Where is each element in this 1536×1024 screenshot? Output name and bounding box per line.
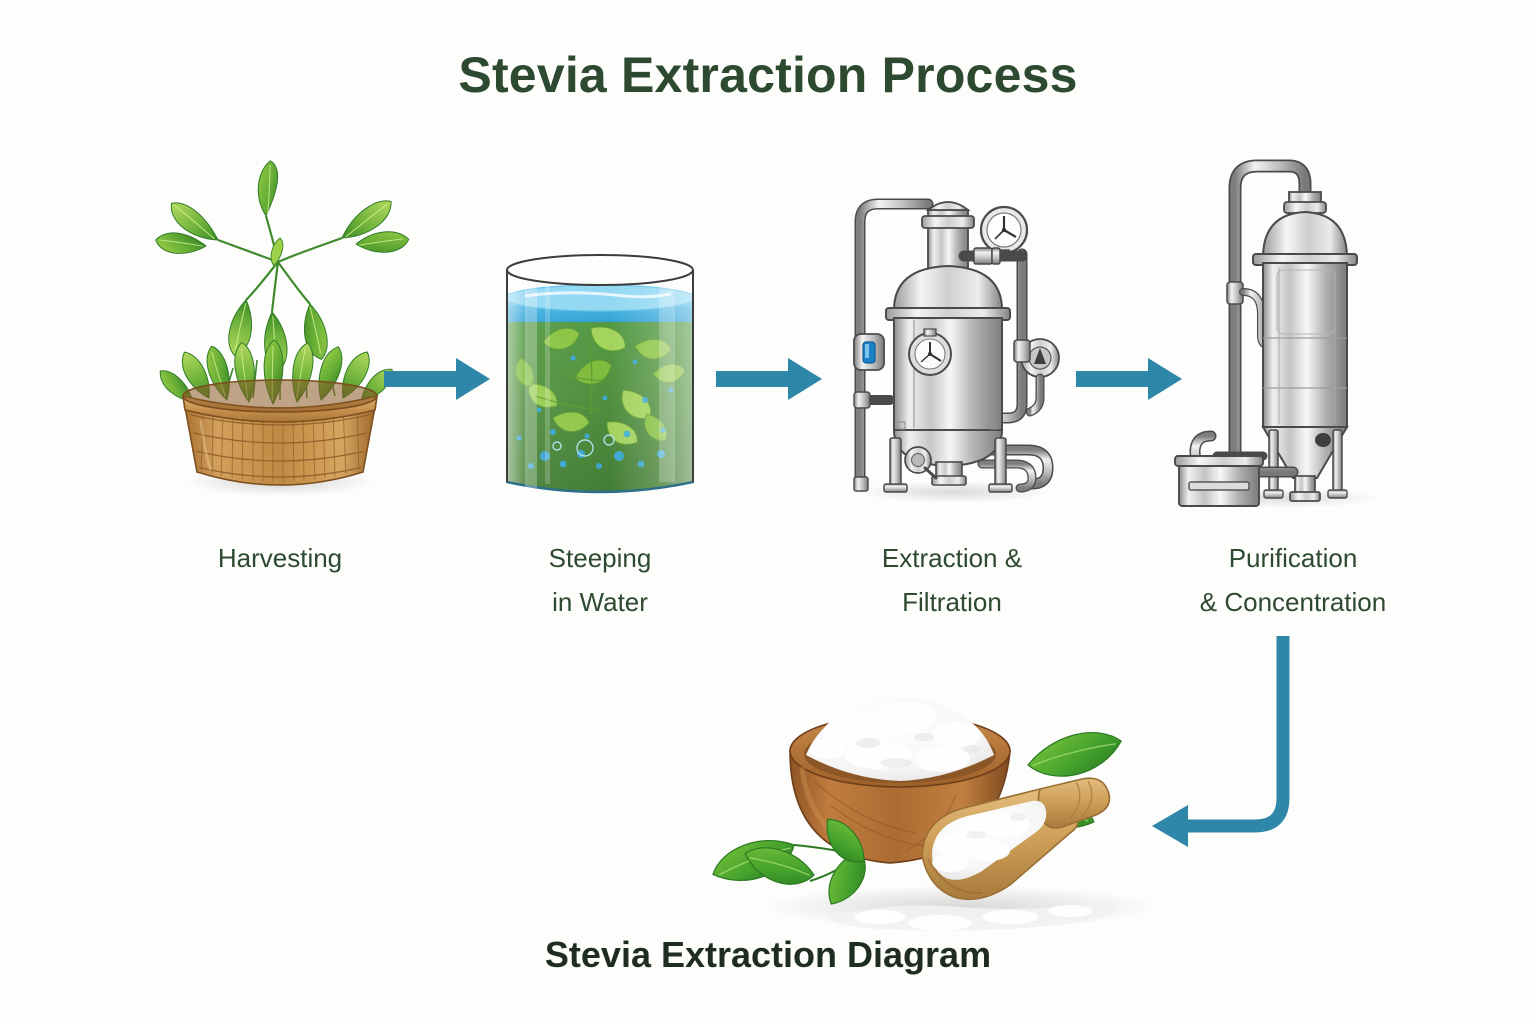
step-extraction-illustration (832, 192, 1072, 510)
page-title: Stevia Extraction Process (458, 47, 1078, 103)
stevia-leaves-left (712, 818, 866, 905)
tank-legs (883, 437, 1013, 493)
extraction-tank (885, 264, 1011, 486)
wicker-basket (181, 379, 379, 486)
wooden-bowl (789, 697, 1011, 864)
step-purification-label-line2: & Concentration (1199, 587, 1387, 617)
arrow-2 (716, 358, 824, 400)
arrow-1 (384, 358, 492, 400)
overhead-pipe (1228, 159, 1312, 497)
pipe-left (854, 198, 934, 490)
arrow-4 (1140, 630, 1300, 850)
final-product-illustration (710, 655, 1180, 940)
step-purification-label-line1: Purification (1228, 543, 1358, 573)
sight-glass-indicator (853, 333, 885, 371)
glass-vessel (506, 254, 694, 494)
step-steeping-label-line1: Steeping (548, 543, 652, 573)
stevia-leaf-sprig (155, 160, 410, 373)
step-steeping-illustration (495, 250, 705, 512)
arrow-3 (1076, 358, 1184, 400)
pipe-bottom-right (976, 444, 1054, 493)
step-harvesting-label: Harvesting (160, 536, 400, 580)
step-extraction-label-line1: Extraction & (881, 543, 1023, 573)
diagram-caption: Stevia Extraction Diagram (544, 934, 992, 975)
step-harvesting-label-line1: Harvesting (217, 543, 343, 573)
step-purification-label: Purification & Concentration (1160, 536, 1426, 624)
purification-column (1252, 191, 1358, 502)
step-steeping-label-line2: in Water (552, 587, 648, 617)
step-steeping-label: Steeping in Water (480, 536, 720, 624)
step-harvesting-illustration (155, 160, 410, 510)
tank-neck (921, 201, 975, 273)
step-extraction-label-line2: Filtration (902, 587, 1002, 617)
wooden-scoop (921, 777, 1111, 901)
pipe-right (976, 248, 1028, 424)
collection-tank (1174, 455, 1264, 507)
step-purification-illustration (1165, 140, 1395, 512)
valve-bottom (904, 446, 938, 480)
pressure-gauge-body (908, 328, 952, 376)
step-extraction-label: Extraction & Filtration (832, 536, 1072, 624)
